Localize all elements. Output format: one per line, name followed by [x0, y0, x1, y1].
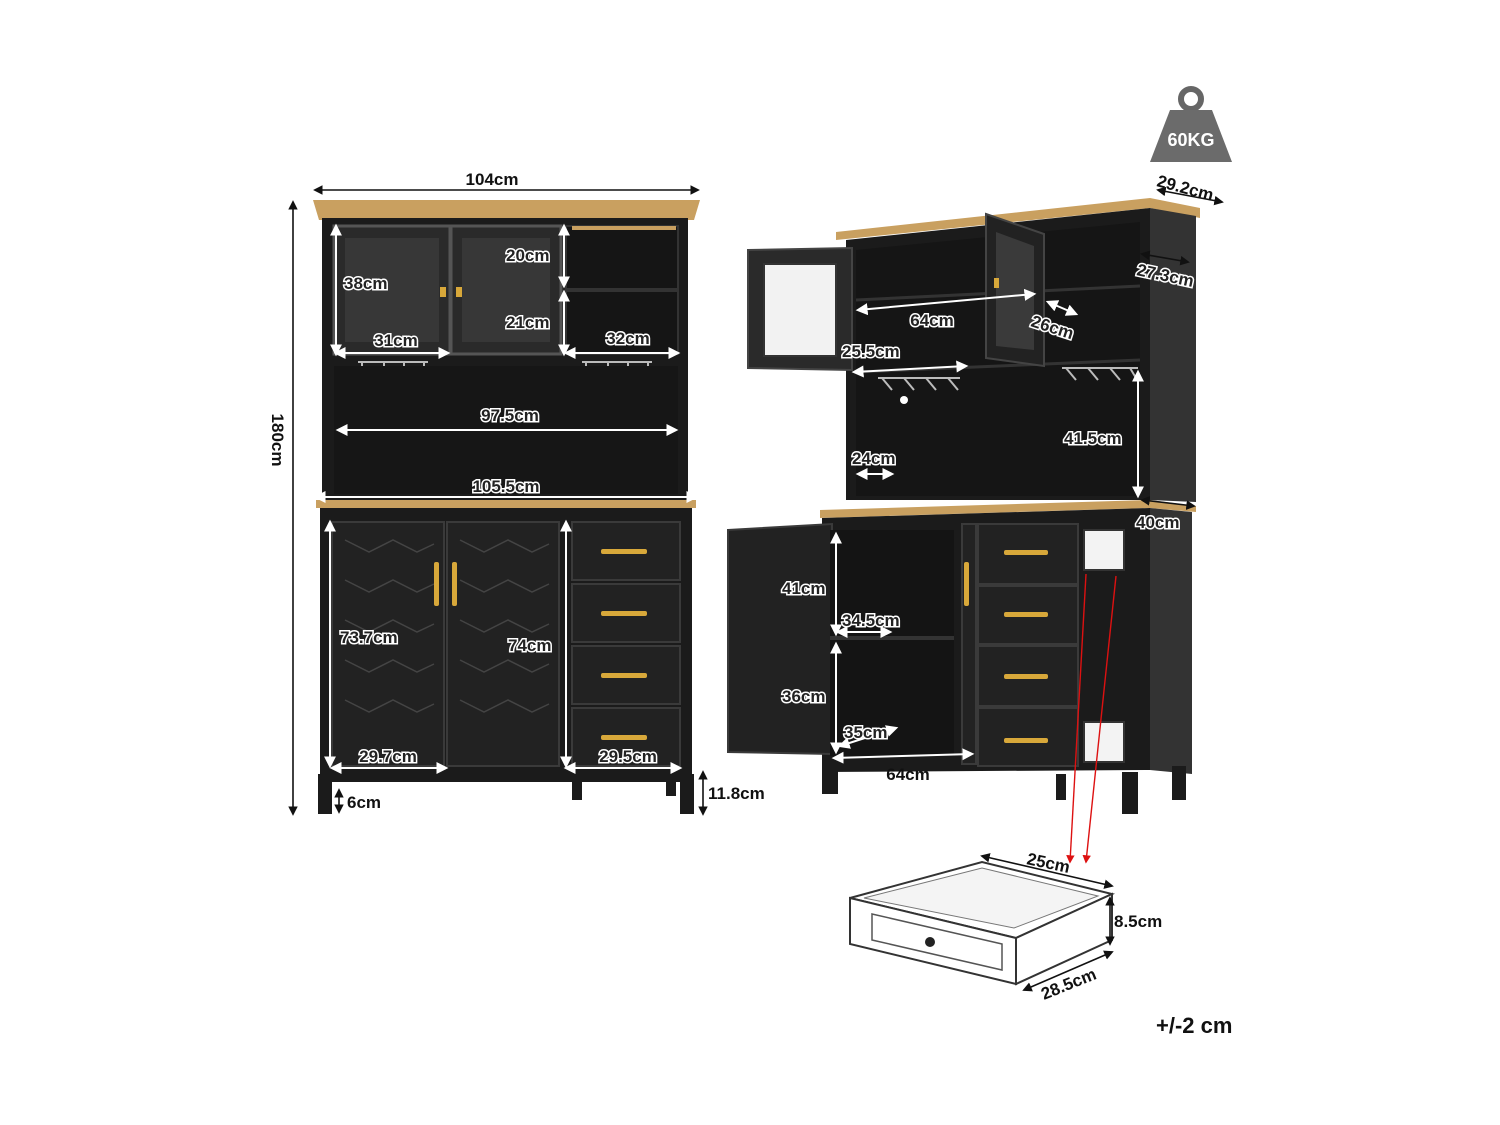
side-top-board [836, 198, 1200, 240]
front-top-board [313, 200, 700, 220]
glass-door-width-label: 31cm [374, 331, 417, 350]
shelf-gap-mid-label: 21cm [506, 313, 549, 332]
front-lower-door-right [446, 521, 560, 767]
door-height-upper-label: 38cm [344, 274, 387, 293]
weight-icon [1150, 110, 1232, 162]
drawer-stack-height-label: 74cm [508, 636, 551, 655]
handle-icon [601, 549, 647, 554]
cabinet-width-label: 64cm [886, 765, 929, 784]
drawer-width-label: 29.5cm [599, 747, 657, 766]
side-hutch-side [1150, 208, 1196, 502]
weight-label: 60KG [1167, 130, 1214, 150]
drawer-pull-icon [925, 937, 935, 947]
side-view-dimension-lines [830, 186, 1224, 864]
leg-right [680, 780, 694, 814]
weight-badge: 60KG [1150, 86, 1232, 162]
counter-width-label: 105.5cm [472, 477, 539, 496]
drawer-height-label: 8.5cm [1114, 912, 1162, 931]
door-height-lower-label: 73.7cm [340, 628, 398, 647]
side-open-lower-door [727, 522, 833, 756]
front-counter-top [316, 500, 696, 508]
side-view-cabinet [727, 198, 1200, 814]
hutch-inner-width-label: 97.5cm [481, 406, 539, 425]
cabinet-shelf-depth-label: 34.5cm [842, 611, 900, 630]
cabinet-lower-height-label: 36cm [782, 687, 825, 706]
top-depth-label: 29.2cm [1155, 172, 1216, 205]
front-lower-door-left [331, 521, 445, 767]
shelf-gap-top-label: 20cm [506, 246, 549, 265]
base-depth-label: 40cm [1136, 513, 1179, 532]
drawer-detail: 25cm 8.5cm 28.5cm [849, 849, 1162, 1004]
cabinet-upper-height-label: 41cm [782, 579, 825, 598]
front-view-dimension-lines [288, 185, 708, 816]
leg-height-label: 6cm [347, 793, 381, 812]
lower-door-width-label: 29.7cm [359, 747, 417, 766]
front-view-labels: 104cm 180cm 38cm 20cm 21cm 31cm 32cm 97.… [268, 170, 765, 812]
inner-width-label: 64cm [910, 311, 953, 330]
rack-width-label: 25.5cm [842, 342, 900, 361]
base-clearance-label: 11.8cm [708, 784, 765, 803]
drawer-width-label: 25cm [1025, 849, 1071, 877]
hutch-open-height-label: 41.5cm [1064, 429, 1122, 448]
front-view-cabinet [313, 200, 700, 814]
hutch-open-depth-label: 24cm [852, 449, 895, 468]
leg-left [318, 780, 332, 814]
total-width-label: 104cm [466, 170, 519, 189]
tolerance-label: +/-2 cm [1156, 1013, 1232, 1038]
open-section-width-label: 32cm [606, 329, 649, 348]
side-wine-rack-icon [878, 367, 1138, 391]
knob-icon [440, 287, 446, 297]
total-height-label: 180cm [268, 414, 287, 467]
cabinet-lower-depth-label: 35cm [844, 723, 887, 742]
side-counter-top [820, 500, 1196, 518]
